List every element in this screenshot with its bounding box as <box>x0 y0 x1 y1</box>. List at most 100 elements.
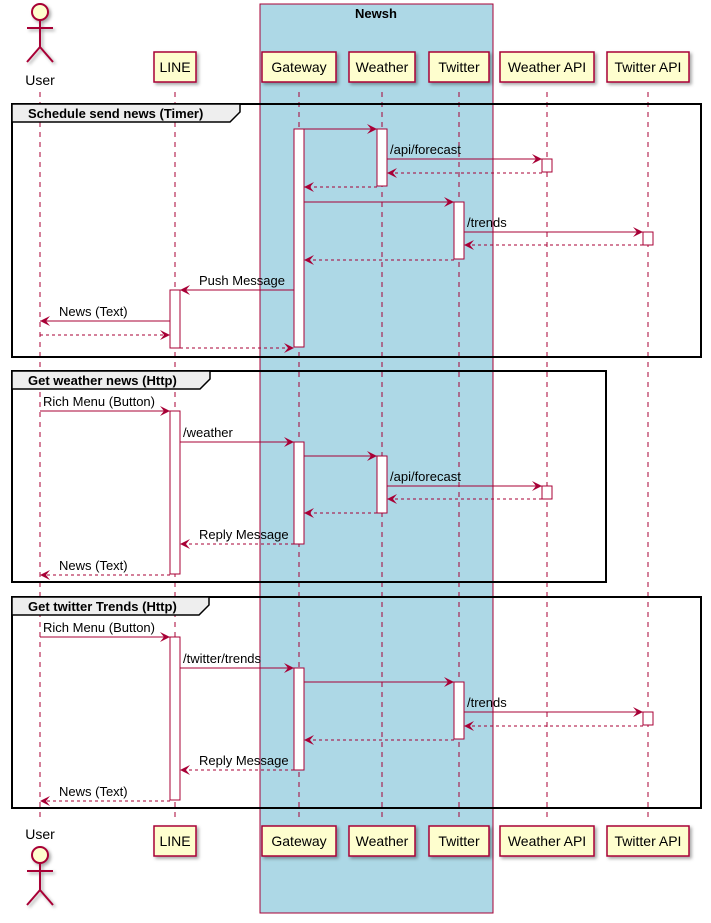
message-label: Reply Message <box>199 753 289 768</box>
participant-label: Twitter API <box>615 833 682 849</box>
activation-gateway <box>293 128 305 348</box>
participant-label: Weather API <box>508 833 586 849</box>
participant-label: Weather API <box>508 59 586 75</box>
activation-twitter <box>453 681 465 740</box>
activation-weather <box>376 455 388 514</box>
activation-weather-api <box>541 158 553 173</box>
message-gateway-to-line: Push Message <box>180 273 294 295</box>
participant-box <box>428 825 490 857</box>
activation-gateway <box>293 667 305 771</box>
participant-label: User <box>25 826 55 842</box>
actor-user-top: User <box>25 3 55 88</box>
participant-line-bottom: LINE <box>153 825 197 857</box>
activation-twitter-api <box>642 231 654 246</box>
message-twitter-to-twitter-api: /trends <box>464 215 643 237</box>
message-label: News (Text) <box>59 304 128 319</box>
activation-twitter <box>453 201 465 260</box>
participant-label: Weather <box>356 833 409 849</box>
message-label: /trends <box>467 695 507 710</box>
activation-twitter-api <box>642 711 654 726</box>
participant-box <box>261 825 337 857</box>
message-gateway-to-line: Reply Message <box>180 527 294 549</box>
participant-box <box>348 51 416 83</box>
activation-line <box>169 289 181 349</box>
participant-gateway-top: Gateway <box>261 51 337 83</box>
message-line-to-gateway: /weather <box>180 425 294 447</box>
participant-twitter-top: Twitter <box>428 51 490 83</box>
message-gateway-to-line: Reply Message <box>180 753 294 775</box>
message-user-to-line: Rich Menu (Button) <box>40 394 170 416</box>
message-line-to-gateway: /twitter/trends <box>180 651 294 673</box>
actor-user-bottom: User <box>25 826 55 906</box>
participant-box <box>606 825 690 857</box>
group-frame-border <box>11 596 702 809</box>
activation-gateway <box>293 441 305 545</box>
groups: Schedule send news (Timer) Get weather ne… <box>11 103 702 809</box>
group-frame-title: Get twitter Trends (Http) <box>28 599 177 614</box>
message-label: /api/forecast <box>390 142 461 157</box>
message-label: Reply Message <box>199 527 289 542</box>
participant-label: Gateway <box>271 59 326 75</box>
message-label: Rich Menu (Button) <box>43 620 155 635</box>
actor-stick-figure-icon <box>26 3 54 63</box>
group-frame-schedule-send-news-timer: Schedule send news (Timer) <box>11 103 702 358</box>
participant-line-top: LINE <box>153 51 197 83</box>
message-label: /twitter/trends <box>183 651 262 666</box>
message-label: Rich Menu (Button) <box>43 394 155 409</box>
participant-weather-top: Weather <box>348 51 416 83</box>
newsh-box-title: Newsh <box>355 6 397 21</box>
message-label: Push Message <box>199 273 285 288</box>
group-frame-tab <box>11 596 210 616</box>
message-label: News (Text) <box>59 784 128 799</box>
participant-box <box>348 825 416 857</box>
activation-weather-api <box>541 485 553 500</box>
message-user-to-line: Rich Menu (Button) <box>40 620 170 642</box>
participant-twitter-bottom: Twitter <box>428 825 490 857</box>
participant-weather-api-top: Weather API <box>499 51 595 83</box>
participant-weather-bottom: Weather <box>348 825 416 857</box>
participant-box <box>153 825 197 857</box>
participant-box <box>499 825 595 857</box>
participant-box <box>153 51 197 83</box>
group-frame-border <box>11 370 607 583</box>
group-frame-get-twitter-trends-http: Get twitter Trends (Http) <box>11 596 702 809</box>
message-line-to-user: News (Text) <box>40 558 170 580</box>
message-twitter-to-twitter-api: /trends <box>464 695 643 717</box>
participant-gateway-bottom: Gateway <box>261 825 337 857</box>
participant-box <box>499 51 595 83</box>
group-frame-tab <box>11 370 211 390</box>
message-label: News (Text) <box>59 558 128 573</box>
group-frame-border <box>11 103 702 358</box>
participant-box <box>606 51 690 83</box>
participant-weather-api-bottom: Weather API <box>499 825 595 857</box>
message-label: /weather <box>183 425 234 440</box>
group-frame-tab <box>11 103 241 123</box>
participant-box <box>261 51 337 83</box>
activation-line <box>169 410 181 575</box>
activation-weather <box>376 128 388 187</box>
participant-label: LINE <box>159 833 190 849</box>
participant-heads: UserUserLINELINEGatewayGatewayWeatherWea… <box>25 3 690 906</box>
participant-twitter-api-bottom: Twitter API <box>606 825 690 857</box>
participant-label: Gateway <box>271 833 326 849</box>
activation-line <box>169 636 181 801</box>
participant-label: Twitter API <box>615 59 682 75</box>
participant-label: User <box>25 72 55 88</box>
participant-twitter-api-top: Twitter API <box>606 51 690 83</box>
message-weather-to-weather-api: /api/forecast <box>387 469 542 491</box>
group-frame-title: Get weather news (Http) <box>28 373 177 388</box>
message-weather-to-weather-api: /api/forecast <box>387 142 542 164</box>
message-label: /trends <box>467 215 507 230</box>
participant-label: Twitter <box>438 833 480 849</box>
group-frame-title: Schedule send news (Timer) <box>28 106 203 121</box>
participant-label: Weather <box>356 59 409 75</box>
message-label: /api/forecast <box>390 469 461 484</box>
message-line-to-user: News (Text) <box>40 304 170 326</box>
participant-label: LINE <box>159 59 190 75</box>
group-frame-get-weather-news-http: Get weather news (Http) <box>11 370 607 583</box>
participant-box <box>428 51 490 83</box>
participant-label: Twitter <box>438 59 480 75</box>
actor-stick-figure-icon <box>26 846 54 906</box>
message-line-to-user: News (Text) <box>40 784 170 806</box>
